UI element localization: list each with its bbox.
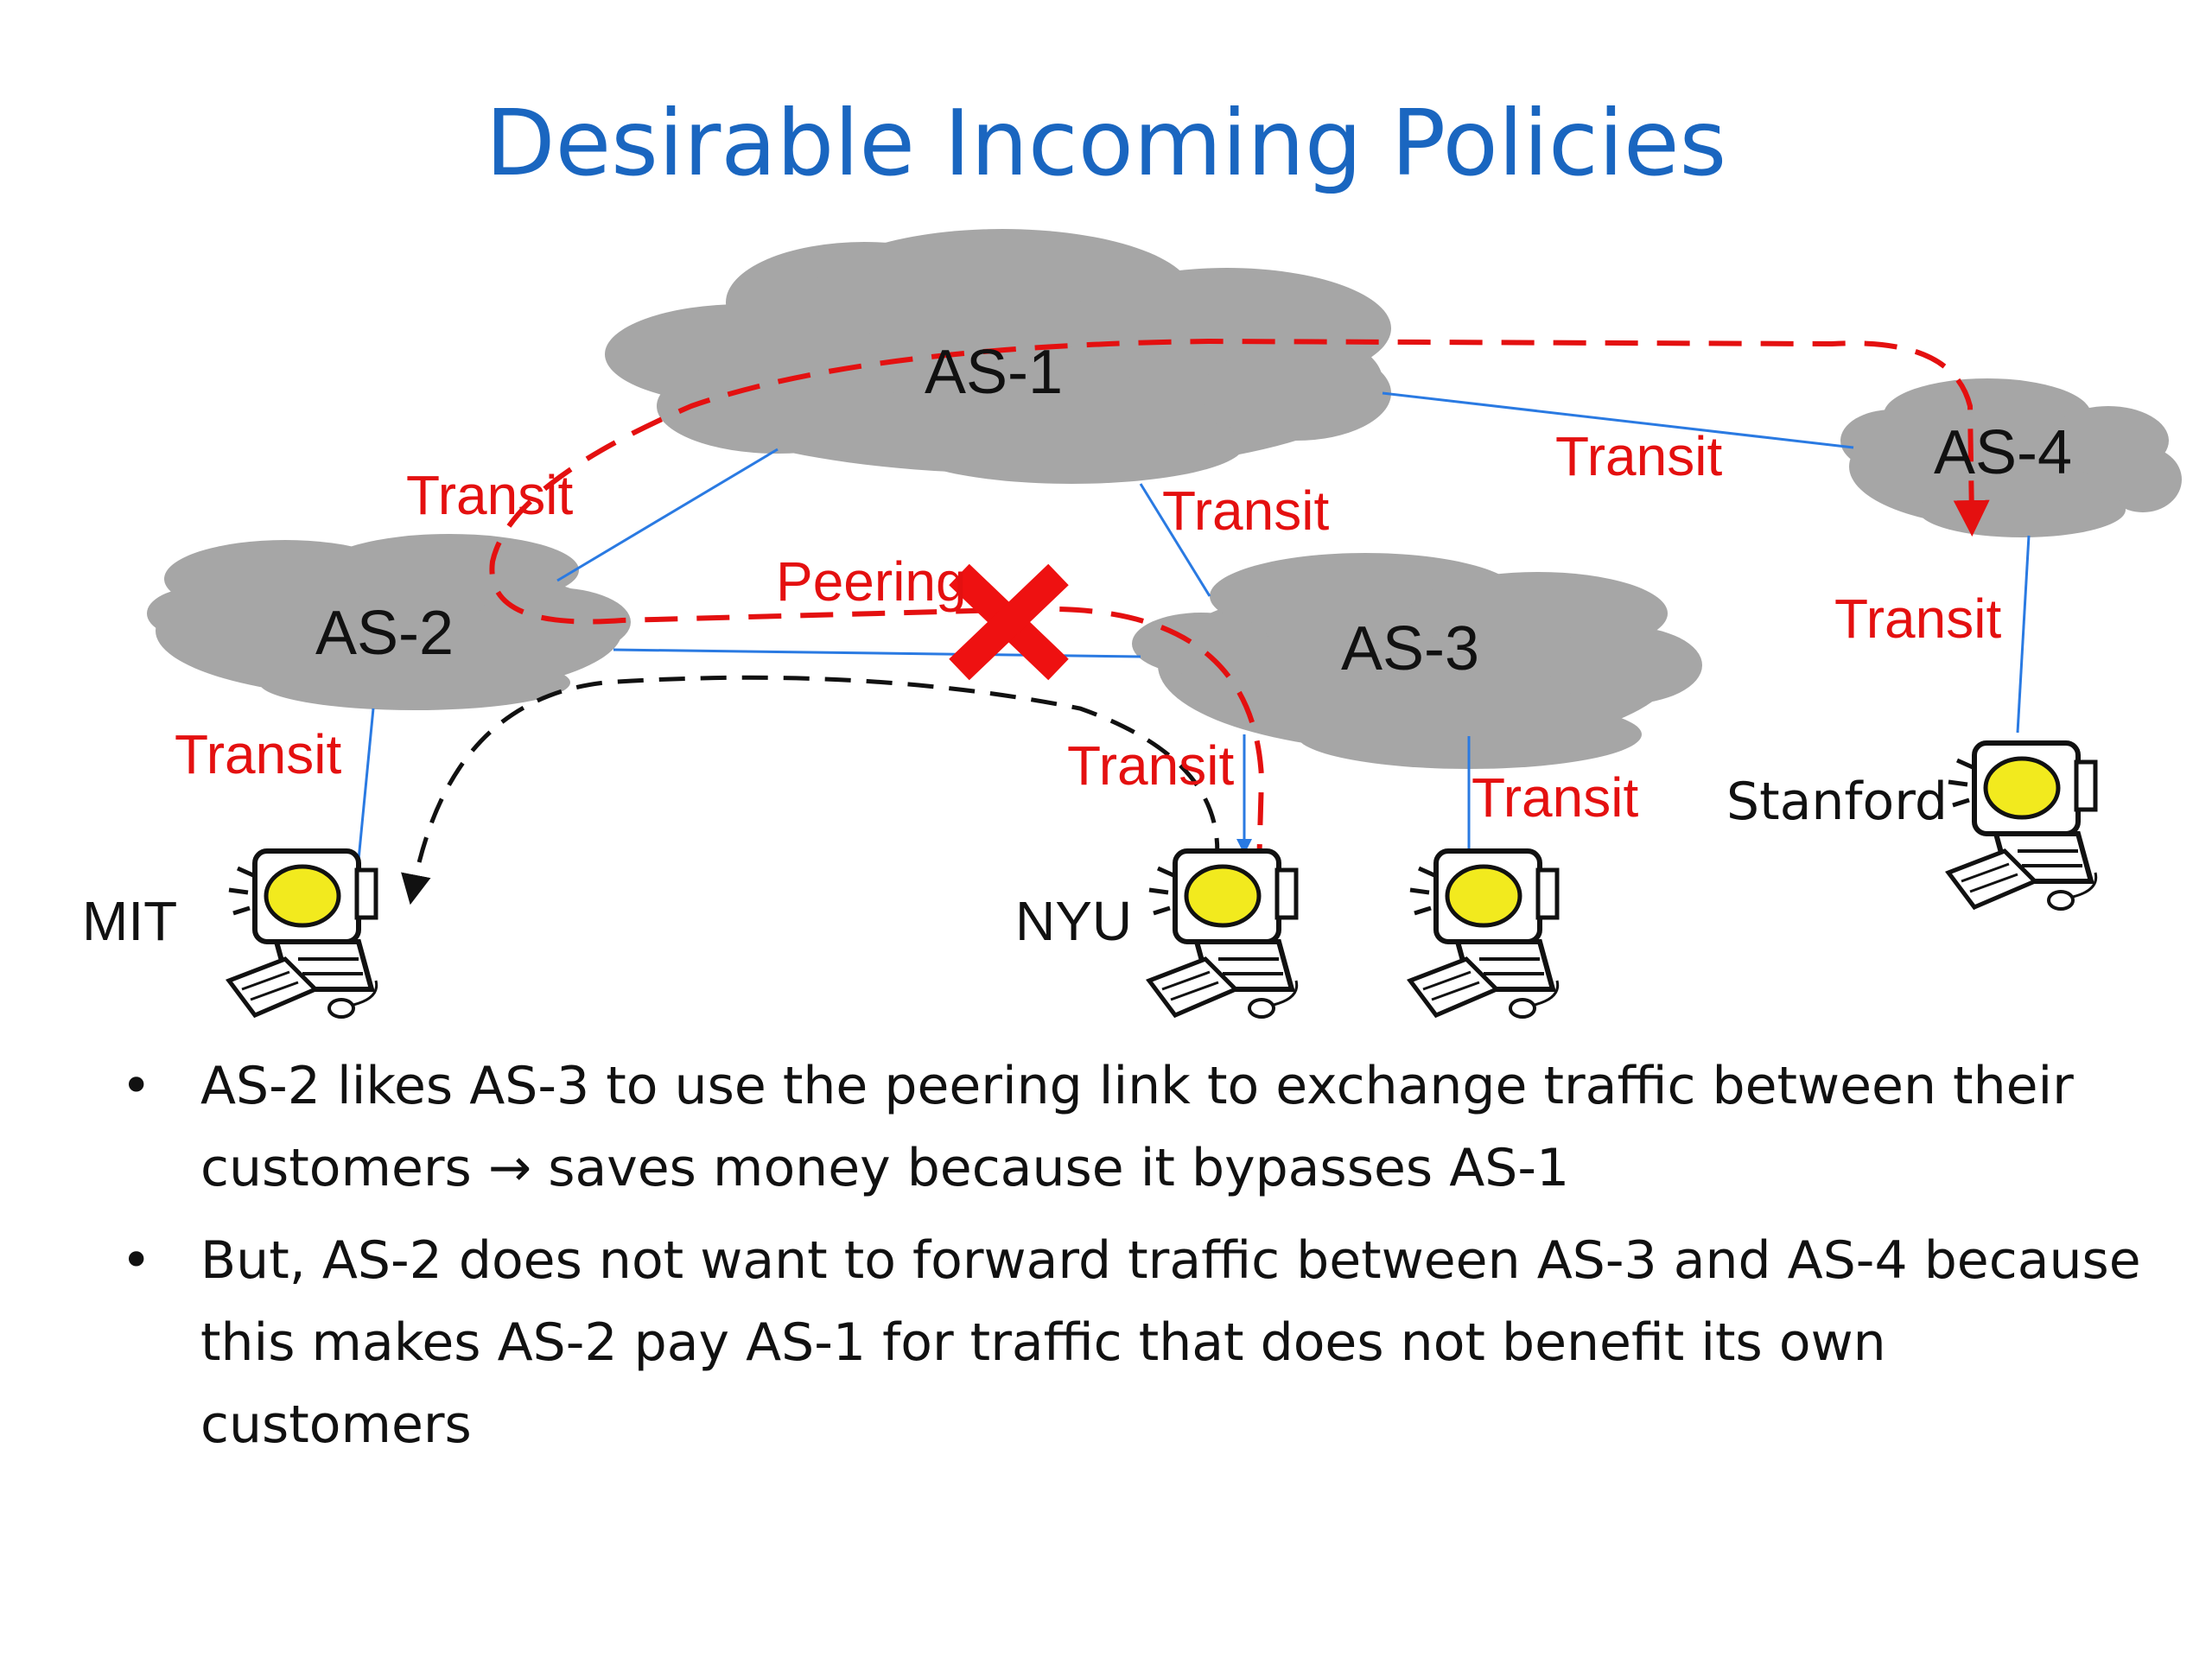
as1-label: AS-1 [925, 338, 1063, 407]
as3-customer-computer-icon [1410, 851, 1558, 1017]
link-as4-stanford [2016, 535, 2031, 734]
label-as3-host: Transit [1471, 766, 1638, 829]
blocked-cross-icon [949, 563, 1069, 681]
label-as1-as4: Transit [1555, 425, 1722, 487]
stanford-computer-icon [1948, 743, 2096, 909]
mit-computer-icon [229, 851, 377, 1017]
allowed-path [401, 675, 1220, 905]
as3-label: AS-3 [1341, 614, 1479, 683]
as1-cloud [605, 229, 1391, 484]
label-as1-as3: Transit [1162, 480, 1329, 542]
bullet-item: • But, AS-2 does not want to forward tra… [112, 1220, 2169, 1466]
label-as2-mit: Transit [175, 723, 341, 785]
link-as1-as3 [1139, 483, 1211, 597]
bullet-text-continued: saves money because it bypasses AS-1 [531, 1138, 1570, 1198]
label-as2-as3: Peering [776, 550, 967, 613]
link-as1-as2 [556, 448, 779, 582]
as2-cloud [147, 534, 631, 710]
nyu-label: NYU [1015, 890, 1132, 952]
bullet-list: • AS-2 likes AS-3 to use the peering lin… [112, 1045, 2169, 1477]
bullet-text: AS-2 likes AS-3 to use the peering link … [200, 1056, 2074, 1198]
slide-title: Desirable Incoming Policies [485, 91, 1727, 196]
stanford-label: Stanford [1726, 772, 1948, 832]
bullet-dot: • [121, 1230, 152, 1291]
link-as1-as4 [1382, 391, 1854, 449]
as2-label: AS-2 [315, 599, 454, 668]
nyu-computer-icon [1149, 851, 1297, 1017]
link-as2-mit [357, 708, 375, 861]
label-as4-stanford: Transit [1834, 588, 2001, 650]
links [357, 391, 2031, 861]
label-as1-as2: Transit [406, 464, 573, 526]
as3-cloud [1132, 553, 1702, 769]
label-as3-nyu: Transit [1067, 734, 1234, 797]
bullet-dot: • [121, 1056, 152, 1116]
mit-label: MIT [82, 890, 177, 952]
as4-label: AS-4 [1934, 418, 2072, 487]
blocked-path [489, 338, 1990, 930]
bullet-text: But, AS-2 does not want to forward traff… [200, 1230, 2141, 1455]
bullet-item: • AS-2 likes AS-3 to use the peering lin… [112, 1045, 2169, 1210]
right-arrow-icon: → [487, 1138, 532, 1198]
